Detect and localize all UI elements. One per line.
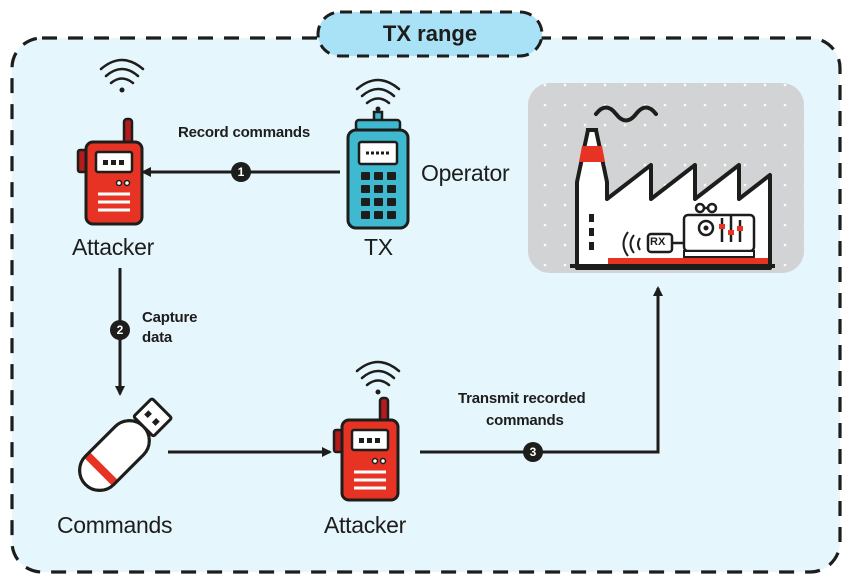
- step-2-label-line1: Capture: [142, 309, 198, 326]
- attacker-top-label: Attacker: [72, 234, 154, 260]
- tx-label: TX: [364, 234, 393, 260]
- arrow-transmit: [420, 286, 663, 454]
- tx-range-pill: [316, 10, 544, 58]
- step-1-label: Record commands: [178, 124, 311, 141]
- usb-stick-icon: [78, 397, 173, 492]
- step-2-badge: 2: [110, 320, 130, 340]
- factory-icon: [528, 83, 804, 273]
- step-3-label-line2: commands: [486, 412, 564, 429]
- step-3-badge: 3: [523, 442, 543, 462]
- operator-label: Operator: [421, 160, 510, 186]
- attacker-radio-top-icon: [76, 58, 145, 226]
- attacker-radio-bottom-icon: [332, 360, 401, 502]
- step-2-label-line2: data: [142, 329, 173, 346]
- commands-label: Commands: [57, 512, 173, 538]
- rx-label: RX: [650, 236, 666, 248]
- tx-range-label: TX range: [382, 21, 478, 46]
- attacker-bottom-label: Attacker: [324, 512, 406, 538]
- step-1-badge: 1: [231, 162, 251, 182]
- tx-remote-icon: [346, 78, 410, 230]
- step-3-label-line1: Transmit recorded: [458, 390, 586, 407]
